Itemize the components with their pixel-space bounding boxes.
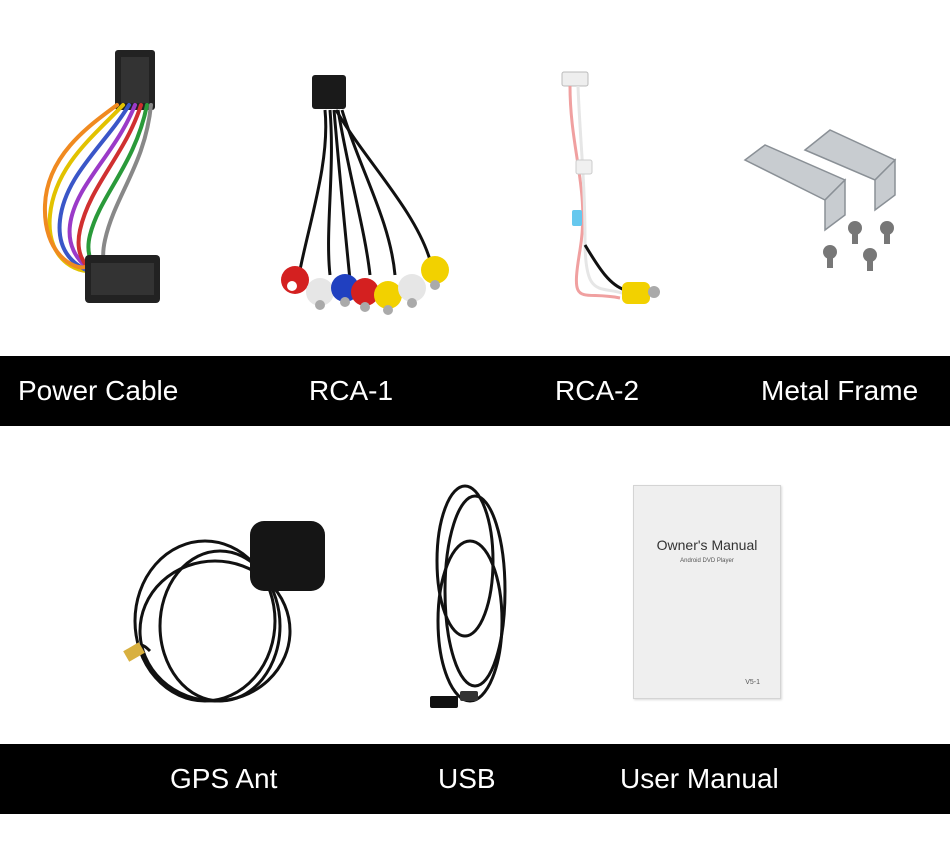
top-label-bar: Power Cable RCA-1 RCA-2 Metal Frame [0, 356, 950, 426]
power-cable-image [35, 45, 165, 305]
gps-antenna-image [120, 511, 335, 716]
bottom-product-row: Owner's Manual Android DVD Player V5-1 [0, 426, 950, 744]
label-gps-ant: GPS Ant [170, 763, 278, 794]
manual-subtitle: Android DVD Player [680, 558, 734, 564]
gps-antenna-icon [123, 521, 325, 703]
power-cable-icon [42, 50, 160, 303]
label-power-cable: Power Cable [18, 375, 179, 406]
label-rca-1: RCA-1 [309, 375, 394, 406]
rca2-cable-image [540, 70, 670, 320]
metal-frame-icon [743, 129, 897, 271]
label-usb: USB [438, 763, 496, 794]
label-rca-2: RCA-2 [555, 375, 640, 406]
metal-frame-image [735, 120, 900, 280]
usb-cable-icon [430, 484, 507, 708]
owners-manual-booklet: Owner's Manual Android DVD Player V5-1 [633, 485, 781, 699]
bottom-label-bar: GPS Ant USB User Manual [0, 744, 950, 814]
manual-version: V5-1 [745, 679, 760, 686]
rca2-cable-icon [561, 71, 660, 304]
rca1-cable-icon [281, 75, 449, 315]
rca1-cable-image [270, 70, 460, 325]
label-user-manual: User Manual [620, 763, 779, 794]
usb-cable-image [425, 481, 520, 721]
manual-title: Owner's Manual [656, 537, 758, 553]
top-product-row [0, 0, 950, 355]
label-metal-frame: Metal Frame [761, 375, 919, 406]
